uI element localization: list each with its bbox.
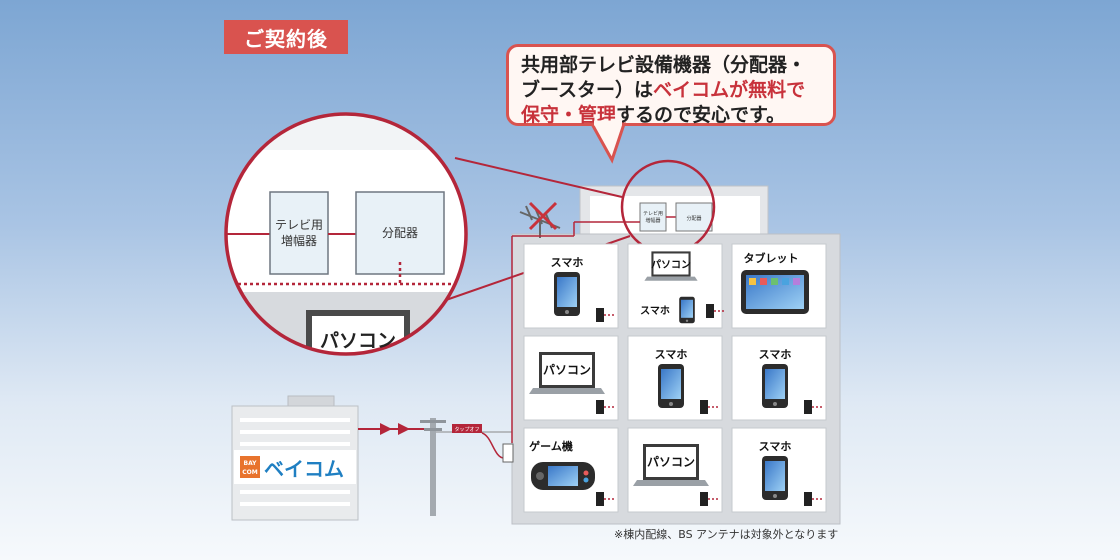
mini-amplifier-label-1: テレビ用 [643, 210, 663, 217]
smartphone-home-button [565, 310, 569, 314]
mini-amplifier-box: テレビ用 増幅器 [639, 202, 667, 232]
smartphone-screen [765, 461, 785, 491]
zoom-splitter-label: 分配器 [382, 226, 418, 240]
callout-line1: 共用部テレビ設備機器（分配器・ [521, 54, 807, 76]
smartphone-home-button [685, 319, 689, 322]
game-console-button [583, 477, 589, 483]
baycom-logo-name: ベイコム [264, 457, 344, 481]
wall-outlet-icon [804, 492, 812, 506]
wall-outlet-icon [804, 400, 812, 414]
device-label: スマホ [551, 256, 584, 269]
game-console-button [583, 470, 589, 476]
smartphone-home-button [669, 402, 673, 406]
zoom-monitor-label: パソコン [320, 330, 396, 352]
device-label: ゲーム機 [529, 439, 573, 453]
rooftop-equipment-room [590, 196, 760, 236]
laptop-screen [542, 355, 592, 385]
after-contract-badge: ご契約後 [224, 20, 348, 54]
zoom-splitter-box [355, 191, 445, 275]
tap-off-label: タップオフ [454, 426, 479, 433]
device-label: スマホ [640, 305, 670, 317]
game-console-screen [548, 466, 578, 486]
laptop-screen [646, 447, 696, 477]
utility-pole [420, 418, 446, 516]
antenna-icon [519, 205, 561, 238]
device-label: スマホ [759, 440, 792, 453]
zoom-connector-top [454, 157, 623, 198]
mini-amplifier-label-2: 増幅器 [645, 217, 660, 224]
lead-in-box [502, 443, 514, 463]
apartment-rooms: スマホパソコンスマホタブレットパソコンスマホスマホゲーム機パソコンスマホ [523, 243, 827, 513]
footnote: ※棟内配線、BS アンテナは対象外となります [614, 528, 839, 541]
device-label: スマホ [655, 348, 688, 361]
wall-outlet-icon [700, 400, 708, 414]
tap-off-box [452, 424, 482, 433]
callout-line3b: するので安心です。 [616, 104, 786, 126]
smartphone-screen [681, 299, 693, 318]
smartphone-home-button [773, 402, 777, 406]
wall-outlet-icon [596, 492, 604, 506]
wall-outlet-icon [706, 304, 714, 318]
device-label: パソコン [647, 455, 695, 469]
tablet-app-icon [782, 278, 789, 285]
tablet-app-icon [760, 278, 767, 285]
device-label: パソコン [651, 259, 691, 271]
device-label: パソコン [543, 363, 591, 377]
baycom-logo-bottom: COM [242, 469, 258, 476]
signal-arrow-icon [380, 423, 392, 435]
callout-line2a: ブースター）は [521, 79, 654, 101]
info-callout: 共用部テレビ設備機器（分配器・ ブースター）はベイコムが無料で 保守・管理するの… [506, 44, 836, 126]
callout-line2b: ベイコムが無料で [653, 79, 806, 101]
device-label: スマホ [759, 348, 792, 361]
zoom-amplifier-label-1: テレビ用 [275, 218, 323, 232]
wall-outlet-icon [596, 308, 604, 322]
smartphone-screen [661, 369, 681, 399]
laptop-base [529, 388, 605, 394]
zoom-detail [224, 112, 468, 356]
tablet-app-icon [749, 278, 756, 285]
tablet-app-icon [793, 278, 800, 285]
antenna-cross-mark [528, 201, 558, 231]
smartphone-screen [765, 369, 785, 399]
wall-outlet-icon [596, 400, 604, 414]
tap-drop-wire [481, 432, 505, 459]
mini-splitter-box: 分配器 [675, 202, 713, 232]
zoom-amplifier-label-2: 増幅器 [281, 233, 317, 248]
laptop-screen [653, 253, 689, 275]
callout-line3a: 保守・管理 [521, 104, 617, 126]
smartphone-home-button [773, 494, 777, 498]
zoom-amplifier-box [269, 191, 329, 275]
baycom-building [231, 395, 359, 521]
laptop-base [633, 480, 709, 486]
smartphone-screen [557, 277, 577, 307]
wall-outlet-icon [700, 492, 708, 506]
baycom-logo-mark [240, 456, 260, 478]
laptop-base [644, 276, 698, 281]
baycom-logo-top: BAY [244, 460, 258, 467]
signal-arrow-icon [398, 423, 410, 435]
device-label: タブレット [744, 251, 799, 265]
game-console-dpad [536, 472, 544, 480]
tablet-app-icon [771, 278, 778, 285]
mini-splitter-label: 分配器 [686, 215, 701, 222]
